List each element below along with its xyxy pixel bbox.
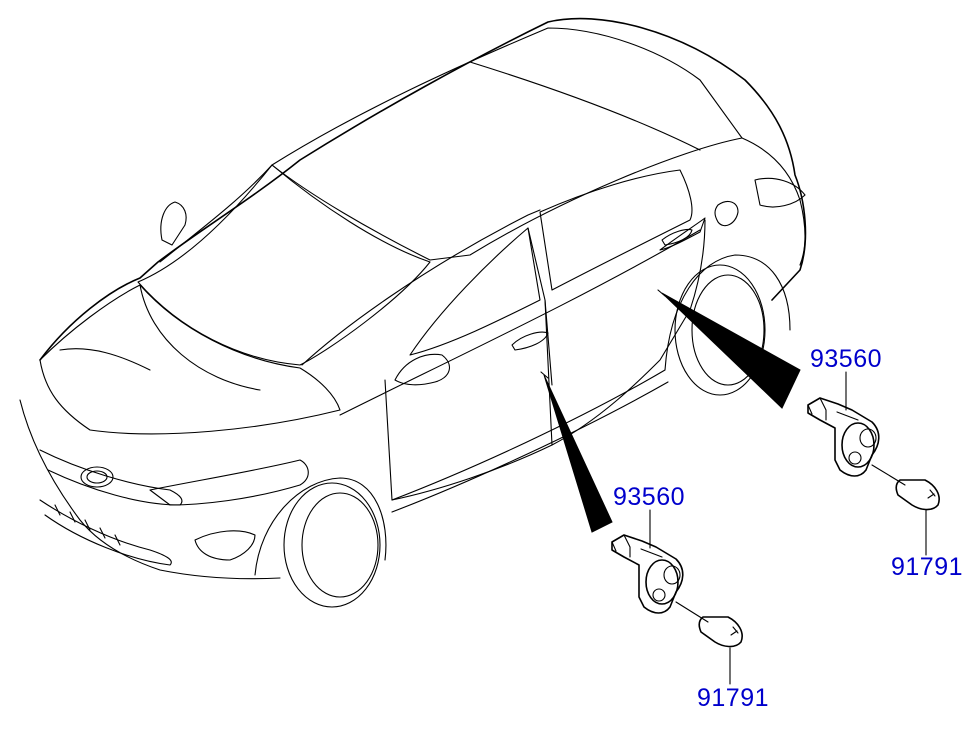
rear-door-outline (551, 219, 706, 446)
screw-lower (675, 601, 743, 648)
grille-lower (39, 499, 172, 566)
hood (39, 284, 341, 435)
front-bumper (19, 399, 281, 580)
car-illustration (19, 17, 807, 608)
side-mirror-left (160, 201, 187, 246)
rocker-panel (391, 369, 666, 501)
screw-upper (871, 464, 940, 511)
rear-wheel (664, 254, 791, 396)
front-wheel (254, 477, 387, 608)
tail-lamp (754, 177, 806, 208)
windshield (137, 164, 431, 366)
a-pillar (301, 209, 541, 366)
part-label-lower-screw[interactable]: 91791 (697, 684, 770, 712)
hood-crease-right (139, 284, 261, 391)
part-label-upper-switch[interactable]: 93560 (810, 345, 883, 373)
grille-lower-slats (54, 504, 121, 546)
leader-wedge-lower (543, 374, 613, 533)
rear-trunk (741, 137, 806, 266)
roof-line-seam (469, 61, 701, 151)
leader-wedge-upper (661, 292, 801, 409)
roof-panel (271, 27, 743, 261)
belt-line (339, 229, 701, 416)
rear-door-handle (661, 228, 693, 246)
front-door-handle (511, 331, 549, 351)
door-switch-lower (611, 534, 684, 614)
rocker-line (391, 381, 669, 513)
hood-crease-left (59, 348, 151, 371)
headlight (149, 459, 309, 506)
fog-lamp (194, 530, 256, 561)
grille-upper (39, 449, 183, 506)
roof-line-front (159, 164, 273, 263)
part-label-lower-switch[interactable]: 93560 (613, 483, 686, 511)
side-mirror-right (394, 353, 450, 386)
fuel-door (714, 200, 739, 227)
brand-emblem (80, 466, 114, 488)
car-silhouette (39, 17, 807, 361)
door-switch-upper (807, 397, 880, 477)
part-label-upper-screw[interactable]: 91791 (891, 553, 964, 581)
front-side-window (409, 227, 541, 356)
front-door-outline (384, 299, 553, 501)
rear-side-window (539, 169, 693, 291)
